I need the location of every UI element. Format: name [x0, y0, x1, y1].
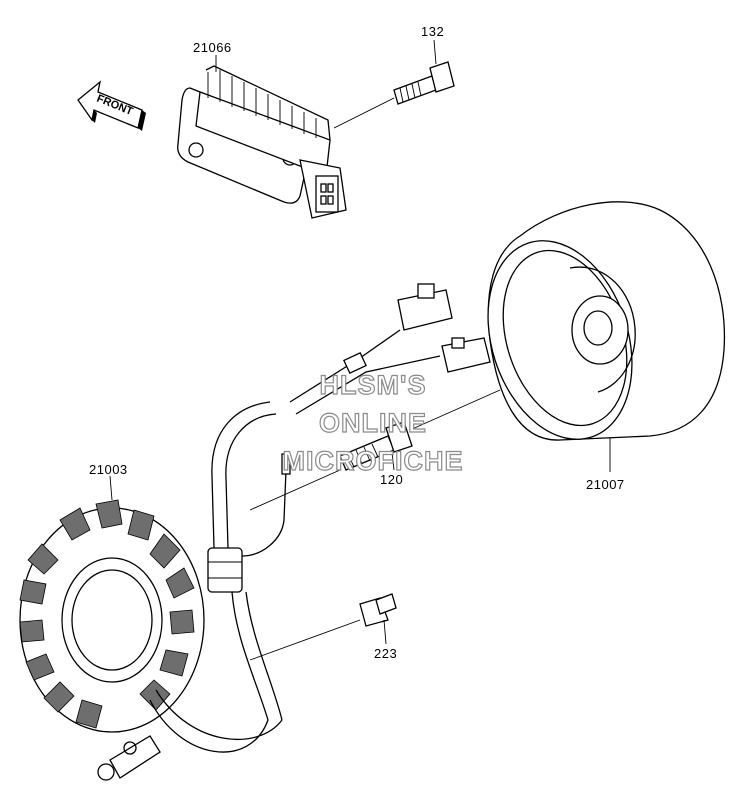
- watermark: HLSM'S ONLINE MICROFICHE: [282, 369, 464, 476]
- stator-bolt: [249, 593, 397, 661]
- regulator-bolt: [333, 39, 455, 129]
- regulator-rectifier: [177, 55, 347, 219]
- part-number-132: 132: [421, 24, 444, 39]
- watermark-line-3: MICROFICHE: [283, 446, 464, 476]
- part-number-21066: 21066: [193, 40, 232, 55]
- flywheel-rotor: [487, 201, 726, 472]
- part-number-21003: 21003: [89, 462, 128, 477]
- rotor-bolt: [249, 389, 501, 511]
- part-number-120: 120: [380, 472, 403, 487]
- part-number-21007: 21007: [586, 477, 625, 492]
- stator: [19, 475, 205, 733]
- front-arrow-icon: FRONT: [77, 80, 146, 131]
- part-number-223: 223: [374, 646, 397, 661]
- wiring-harness: [97, 283, 491, 781]
- watermark-line-1: HLSM'S: [320, 370, 427, 400]
- watermark-line-2: ONLINE: [319, 408, 427, 438]
